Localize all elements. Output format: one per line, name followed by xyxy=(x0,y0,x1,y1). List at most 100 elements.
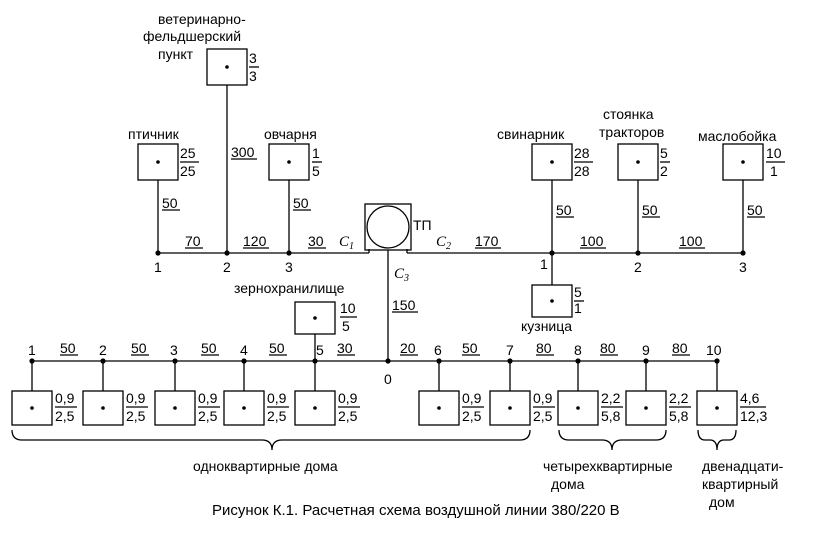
svg-text:2: 2 xyxy=(446,241,451,252)
svg-text:2,5: 2,5 xyxy=(267,408,287,424)
consumer-tractor-parking: стоянка тракторов 5 2 xyxy=(599,106,670,181)
bottom-segment-length: 50 xyxy=(131,340,147,356)
consumer-pigsty: свинарник 28 28 xyxy=(497,126,593,181)
svg-text:28: 28 xyxy=(574,145,590,161)
left-node-number: 3 xyxy=(285,259,293,275)
consumer-sheepfold: овчарня 1 5 xyxy=(264,126,322,181)
svg-text:25: 25 xyxy=(180,145,196,161)
house-twelve-flat: 4,6 12,3 xyxy=(696,358,767,426)
consumer-name: птичник xyxy=(128,126,180,142)
svg-text:2,2: 2,2 xyxy=(601,390,621,406)
svg-text:3: 3 xyxy=(249,50,257,66)
brace-twelve-flat xyxy=(697,429,737,451)
tp-label: ТП xyxy=(413,217,432,233)
svg-text:10: 10 xyxy=(766,145,782,161)
svg-text:2,5: 2,5 xyxy=(338,408,358,424)
left-node-number: 1 xyxy=(154,259,162,275)
figure-caption: Рисунок К.1. Расчетная схема воздушной л… xyxy=(212,502,620,519)
bottom-node-number: 9 xyxy=(642,342,650,358)
bottom-segment-length: 80 xyxy=(672,340,688,356)
group-label-twelve: двенадцати- xyxy=(702,458,784,474)
svg-text:28: 28 xyxy=(574,163,590,179)
svg-text:фельдшерский: фельдшерский xyxy=(143,28,241,44)
group-label-twelve: квартирный xyxy=(702,476,778,492)
svg-text:стоянка: стоянка xyxy=(603,106,654,122)
bottom-node-number: 3 xyxy=(170,342,178,358)
svg-text:0,9: 0,9 xyxy=(267,390,287,406)
svg-text:25: 25 xyxy=(180,163,196,179)
svg-text:5,8: 5,8 xyxy=(601,408,621,424)
left-branch-length: 300 xyxy=(231,144,255,160)
right-node-number: 1 xyxy=(540,256,548,272)
bottom-node-number: 2 xyxy=(99,342,107,358)
right-segment-length: 100 xyxy=(580,233,604,249)
svg-text:0,9: 0,9 xyxy=(462,390,482,406)
right-branch-length: 50 xyxy=(642,202,658,218)
bottom-segment-length: 50 xyxy=(60,340,76,356)
bottom-segment-length: 50 xyxy=(462,340,478,356)
feeder-c3-label: C 3 xyxy=(394,266,409,284)
house-single: 0,9 2,5 xyxy=(154,358,220,426)
svg-text:0,9: 0,9 xyxy=(533,390,553,406)
svg-text:маслобойка: маслобойка xyxy=(698,128,777,144)
bottom-segment-length: 30 xyxy=(337,340,353,356)
svg-text:1: 1 xyxy=(349,241,354,252)
feeder-c1-label: C 1 xyxy=(339,234,354,252)
svg-text:ветеринарно-: ветеринарно- xyxy=(158,11,246,27)
left-branch-length: 50 xyxy=(293,195,309,211)
svg-text:свинарник: свинарник xyxy=(497,126,565,142)
svg-text:3: 3 xyxy=(403,273,409,284)
bottom-node-number: 7 xyxy=(506,342,514,358)
svg-text:кузница: кузница xyxy=(521,318,572,334)
svg-text:2,5: 2,5 xyxy=(462,408,482,424)
bottom-segment-length: 20 xyxy=(400,340,416,356)
svg-text:пункт: пункт xyxy=(158,46,194,62)
svg-text:C: C xyxy=(339,234,350,250)
bottom-line: 150 0 зернохранилище 10 5 50 50 50 50 30… xyxy=(11,250,784,510)
bottom-segment-length: 50 xyxy=(269,340,285,356)
left-segment-length: 120 xyxy=(243,233,267,249)
bottom-node-number: 4 xyxy=(240,342,248,358)
consumer-smithy: кузница 5 1 xyxy=(521,284,584,334)
right-node-number: 2 xyxy=(634,259,642,275)
group-label-twelve: дом xyxy=(709,494,735,510)
svg-text:3: 3 xyxy=(249,68,257,84)
consumer-creamery: маслобойка 10 1 xyxy=(698,128,785,181)
svg-text:0,9: 0,9 xyxy=(55,390,75,406)
svg-text:овчарня: овчарня xyxy=(264,126,317,142)
tp-station: ТП xyxy=(364,203,432,253)
brace-single-houses xyxy=(11,429,531,451)
left-segment-length: 30 xyxy=(308,233,324,249)
right-branch-length: 50 xyxy=(747,202,763,218)
svg-text:1: 1 xyxy=(312,145,320,161)
right-segment-length: 100 xyxy=(679,233,703,249)
origin-node: 0 xyxy=(384,371,392,387)
house-four-flat: 2,2 5,8 xyxy=(557,358,623,426)
feeder-c3-length: 150 xyxy=(392,297,416,313)
svg-text:4,6: 4,6 xyxy=(740,390,760,406)
feeder-c2-label: C 2 xyxy=(436,234,451,252)
brace-four-flat xyxy=(558,429,667,451)
left-branch-length: 50 xyxy=(162,195,178,211)
bottom-node-number: 6 xyxy=(434,342,442,358)
consumer-granary: зернохранилище 10 5 xyxy=(234,280,357,361)
right-branch-length: 50 xyxy=(556,202,572,218)
svg-text:5: 5 xyxy=(660,145,668,161)
left-line: 70 120 30 1 2 3 50 300 50 птичник 25 25 xyxy=(128,11,369,275)
right-node-number: 3 xyxy=(739,259,747,275)
bottom-node-number: 8 xyxy=(574,342,582,358)
house-four-flat: 2,2 5,8 xyxy=(625,358,691,426)
svg-text:5: 5 xyxy=(312,163,320,179)
svg-text:2: 2 xyxy=(660,163,668,179)
svg-text:5,8: 5,8 xyxy=(669,408,689,424)
consumer-vet-station: ветеринарно- фельдшерский пункт 3 3 xyxy=(143,11,259,86)
bottom-node-number: 1 xyxy=(28,342,36,358)
right-line: 170 100 100 1 2 3 50 50 50 свинарник 28 … xyxy=(407,106,785,334)
house-single: 0,9 2,5 xyxy=(82,358,148,426)
svg-text:10: 10 xyxy=(340,300,356,316)
svg-text:0,9: 0,9 xyxy=(198,390,218,406)
svg-text:2,5: 2,5 xyxy=(198,408,218,424)
svg-text:5: 5 xyxy=(342,318,350,334)
svg-text:C: C xyxy=(436,234,447,250)
